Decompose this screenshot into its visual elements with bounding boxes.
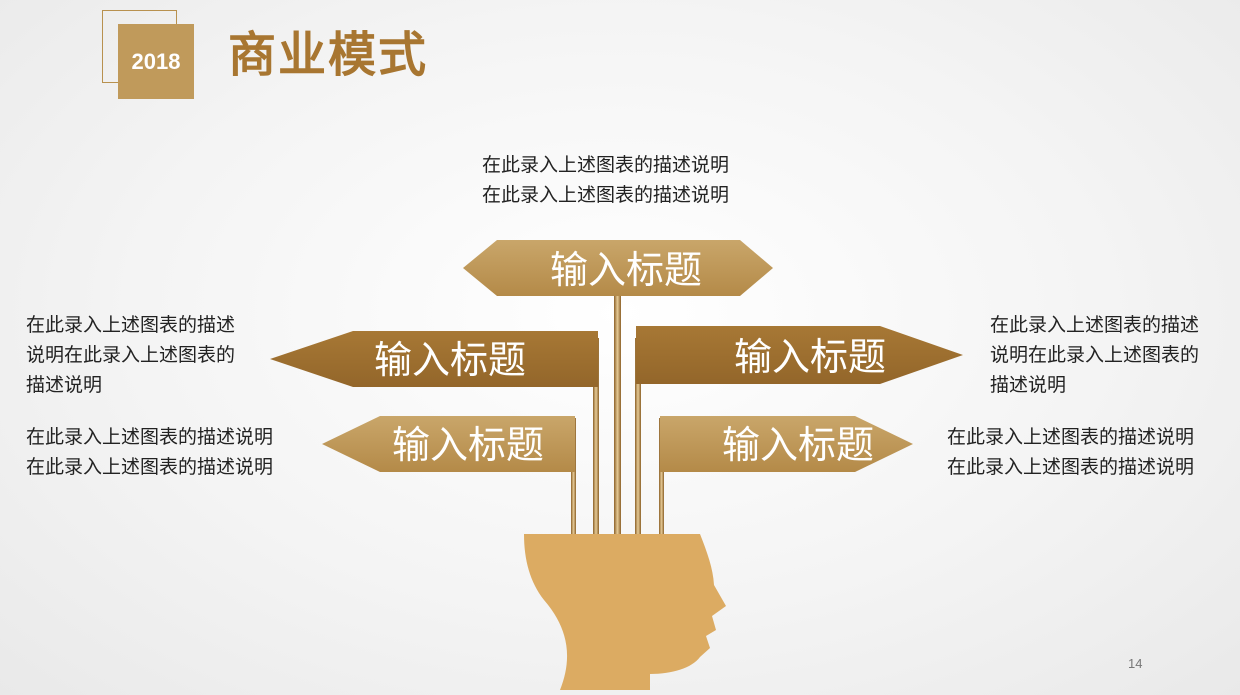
description-line: 在此录入上述图表的描述说明 bbox=[26, 457, 274, 478]
year-badge: 2018 bbox=[118, 24, 194, 99]
year-text: 2018 bbox=[131, 48, 181, 74]
sign-mid-left-label: 输入标题 bbox=[374, 338, 526, 382]
description-line: 描述说明 bbox=[990, 375, 1067, 396]
pole-mid-left bbox=[593, 338, 599, 540]
description-line: 在此录入上述图表的描述 bbox=[26, 315, 236, 336]
description-line: 在此录入上述图表的描述说明 bbox=[947, 427, 1195, 448]
description-mid-right: 在此录入上述图表的描述 说明在此录入上述图表的 描述说明 bbox=[990, 311, 1199, 401]
head-silhouette-icon bbox=[524, 534, 726, 690]
description-low-right: 在此录入上述图表的描述说明 在此录入上述图表的描述说明 bbox=[947, 423, 1194, 483]
pole-center bbox=[614, 295, 621, 540]
page-number: 14 bbox=[1128, 656, 1143, 671]
sign-mid-right-label: 输入标题 bbox=[734, 335, 886, 379]
description-line: 在此录入上述图表的描述说明 bbox=[26, 427, 274, 448]
description-line: 在此录入上述图表的描述 bbox=[990, 315, 1200, 336]
description-line: 说明在此录入上述图表的 bbox=[26, 345, 236, 366]
description-line: 说明在此录入上述图表的 bbox=[990, 345, 1200, 366]
description-line: 在此录入上述图表的描述说明 bbox=[482, 155, 730, 176]
sign-low-left-label: 输入标题 bbox=[392, 423, 544, 467]
description-line: 在此录入上述图表的描述说明 bbox=[482, 185, 730, 206]
description-top: 在此录入上述图表的描述说明 在此录入上述图表的描述说明 bbox=[482, 151, 729, 211]
sign-mid-left bbox=[270, 331, 598, 387]
sign-mid-right bbox=[636, 326, 963, 384]
sign-low-right bbox=[660, 416, 913, 472]
sign-top-label: 输入标题 bbox=[550, 248, 702, 292]
page-title: 商业模式 bbox=[228, 29, 429, 82]
description-line: 描述说明 bbox=[26, 375, 103, 396]
description-low-left: 在此录入上述图表的描述说明 在此录入上述图表的描述说明 bbox=[26, 423, 273, 483]
pole-low-right bbox=[659, 418, 664, 540]
sign-low-left bbox=[322, 416, 575, 472]
description-line: 在此录入上述图表的描述说明 bbox=[947, 457, 1195, 478]
pole-low-left bbox=[571, 418, 576, 540]
sign-low-right-label: 输入标题 bbox=[722, 423, 874, 467]
pole-mid-right bbox=[635, 338, 641, 540]
description-mid-left: 在此录入上述图表的描述 说明在此录入上述图表的 描述说明 bbox=[26, 311, 235, 401]
sign-top bbox=[463, 240, 773, 296]
